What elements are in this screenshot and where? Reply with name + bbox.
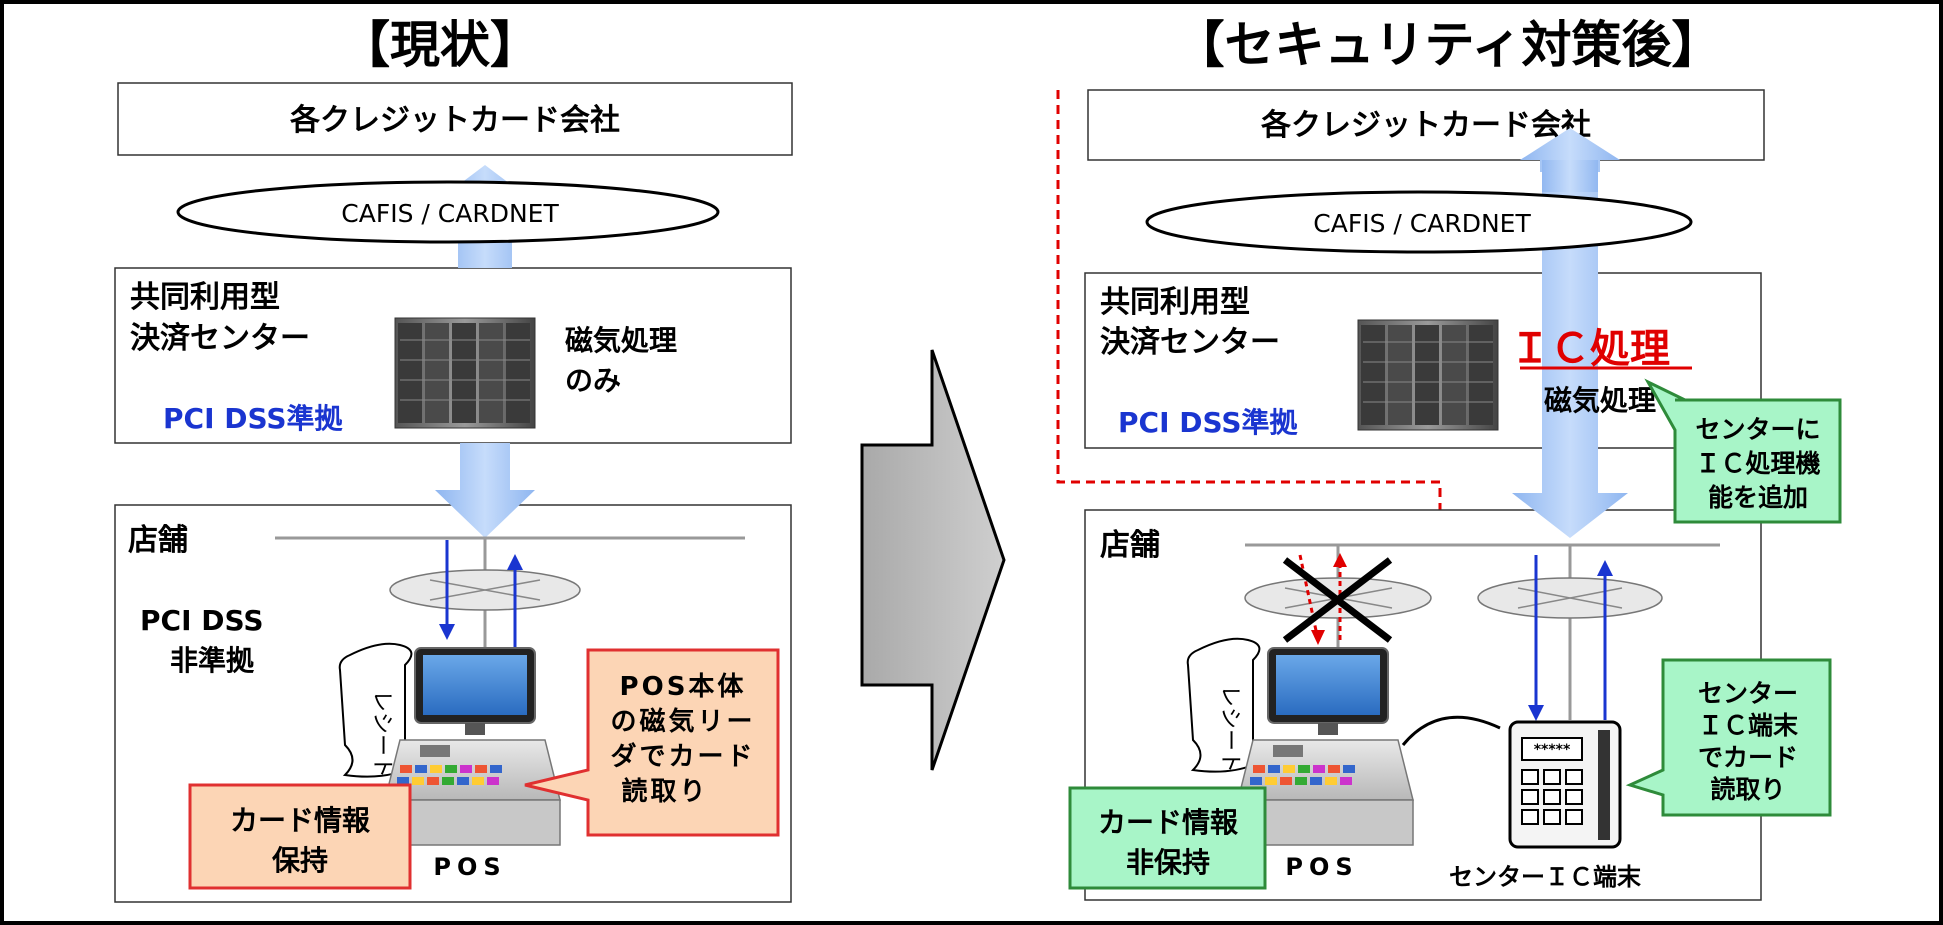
left-card-company-label: 各クレジットカード会社 bbox=[289, 103, 620, 138]
left-store-pci-label-2: 非準拠 bbox=[170, 644, 255, 677]
right-disabled-hub-icon bbox=[1244, 553, 1432, 645]
right-center-label-1: 共同利用型 bbox=[1100, 285, 1250, 320]
right-terminal-callout: センター ＩＣ端末 でカード 読取り bbox=[1625, 658, 1832, 817]
left-pos-icon bbox=[384, 647, 561, 846]
left-processing-label-2: のみ bbox=[565, 364, 621, 397]
left-callout-line-2: の磁気リー bbox=[610, 706, 755, 737]
left-server-icon bbox=[394, 317, 536, 429]
right-receipt-icon: レシート bbox=[1186, 637, 1261, 773]
right-pci-label: PCI DSS準拠 bbox=[1118, 406, 1299, 439]
left-down-arrow bbox=[439, 540, 455, 640]
transition-arrow bbox=[860, 349, 1006, 771]
right-network-ellipse bbox=[1145, 190, 1693, 254]
left-receipt-icon: レシート bbox=[338, 642, 413, 778]
right-center-callout-line-1: センターに bbox=[1695, 415, 1820, 444]
right-center-callout-line-2: ＩＣ処理機 bbox=[1695, 449, 1820, 478]
right-network-label: CAFIS / CARDNET bbox=[1313, 209, 1531, 238]
left-center-label-2: 決済センター bbox=[130, 321, 310, 356]
left-flow-arrow-down bbox=[435, 443, 535, 538]
right-center-callout-line-3: 能を追加 bbox=[1708, 483, 1808, 512]
right-terminal-callout-line-3: でカード bbox=[1698, 743, 1798, 772]
right-card-info-label-2: 非保持 bbox=[1126, 846, 1210, 879]
right-terminal-callout-line-4: 読取り bbox=[1710, 775, 1785, 804]
left-callout-line-3: ダでカード bbox=[610, 741, 755, 772]
right-mag-processing-label: 磁気処理 bbox=[1544, 384, 1656, 417]
left-pos-label: POS bbox=[433, 853, 506, 881]
right-hub-icon bbox=[1477, 577, 1663, 619]
left-panel: 【現状】 各クレジットカード会社 CAFIS / CARDNET 共同利用型 決… bbox=[114, 16, 793, 903]
left-network-label: CAFIS / CARDNET bbox=[341, 199, 559, 228]
left-network-ellipse bbox=[176, 180, 720, 244]
right-terminal-screen-text: ***** bbox=[1534, 742, 1571, 758]
right-server-icon bbox=[1357, 319, 1499, 431]
right-receipt-label: レシート bbox=[1217, 685, 1242, 773]
right-ic-terminal-icon: ***** bbox=[1508, 720, 1622, 849]
left-store-label: 店舗 bbox=[128, 523, 188, 558]
right-terminal-callout-line-2: ＩＣ端末 bbox=[1698, 711, 1798, 740]
left-callout: POS本体 の磁気リー ダでカード 読取り bbox=[524, 648, 780, 837]
right-pos-icon bbox=[1237, 647, 1414, 846]
right-center-callout: センターに ＩＣ処理機 能を追加 bbox=[1644, 378, 1842, 524]
right-down-arrow bbox=[1528, 555, 1544, 721]
right-terminal-cable bbox=[1401, 715, 1501, 746]
left-card-info-box bbox=[188, 783, 412, 890]
left-title: 【現状】 bbox=[340, 16, 540, 74]
right-ic-processing-label: ＩＣ処理 bbox=[1510, 326, 1670, 372]
right-card-company-box bbox=[1087, 89, 1765, 161]
right-terminal-callout-line-1: センター bbox=[1698, 679, 1798, 708]
right-up-arrow bbox=[1597, 560, 1613, 720]
right-pos-label: POS bbox=[1285, 853, 1358, 881]
left-callout-line-4: 読取り bbox=[621, 776, 708, 807]
right-card-company-label: 各クレジットカード会社 bbox=[1260, 108, 1591, 143]
left-card-company-box bbox=[117, 82, 793, 156]
left-card-info-label-2: 保持 bbox=[272, 844, 328, 877]
right-card-info-label-1: カード情報 bbox=[1098, 806, 1239, 839]
right-card-info-box bbox=[1068, 786, 1267, 890]
left-up-arrow bbox=[507, 554, 523, 648]
left-card-info-label-1: カード情報 bbox=[230, 804, 371, 837]
left-hub-icon bbox=[389, 569, 581, 611]
right-center-label-2: 決済センター bbox=[1100, 325, 1280, 360]
left-pci-label: PCI DSS準拠 bbox=[163, 402, 344, 435]
right-flow-arrow-down bbox=[1512, 172, 1628, 538]
right-terminal-label: センターＩＣ端末 bbox=[1449, 863, 1642, 891]
right-store-label: 店舗 bbox=[1100, 528, 1160, 563]
left-center-label-1: 共同利用型 bbox=[130, 280, 280, 315]
left-receipt-label: レシート bbox=[369, 690, 394, 778]
left-callout-line-1: POS本体 bbox=[620, 672, 747, 702]
right-panel: 【セキュリティ対策後】 各クレジットカード会社 CAFIS / CARDNET … bbox=[1056, 16, 1842, 901]
left-store-pci-label-1: PCI DSS bbox=[140, 604, 264, 637]
right-title: 【セキュリティ対策後】 bbox=[1175, 16, 1722, 74]
right-flow-arrow-shaft-top bbox=[1542, 160, 1598, 192]
cross-icon-stroke-2 bbox=[1282, 557, 1393, 643]
left-processing-label-1: 磁気処理 bbox=[565, 324, 677, 357]
